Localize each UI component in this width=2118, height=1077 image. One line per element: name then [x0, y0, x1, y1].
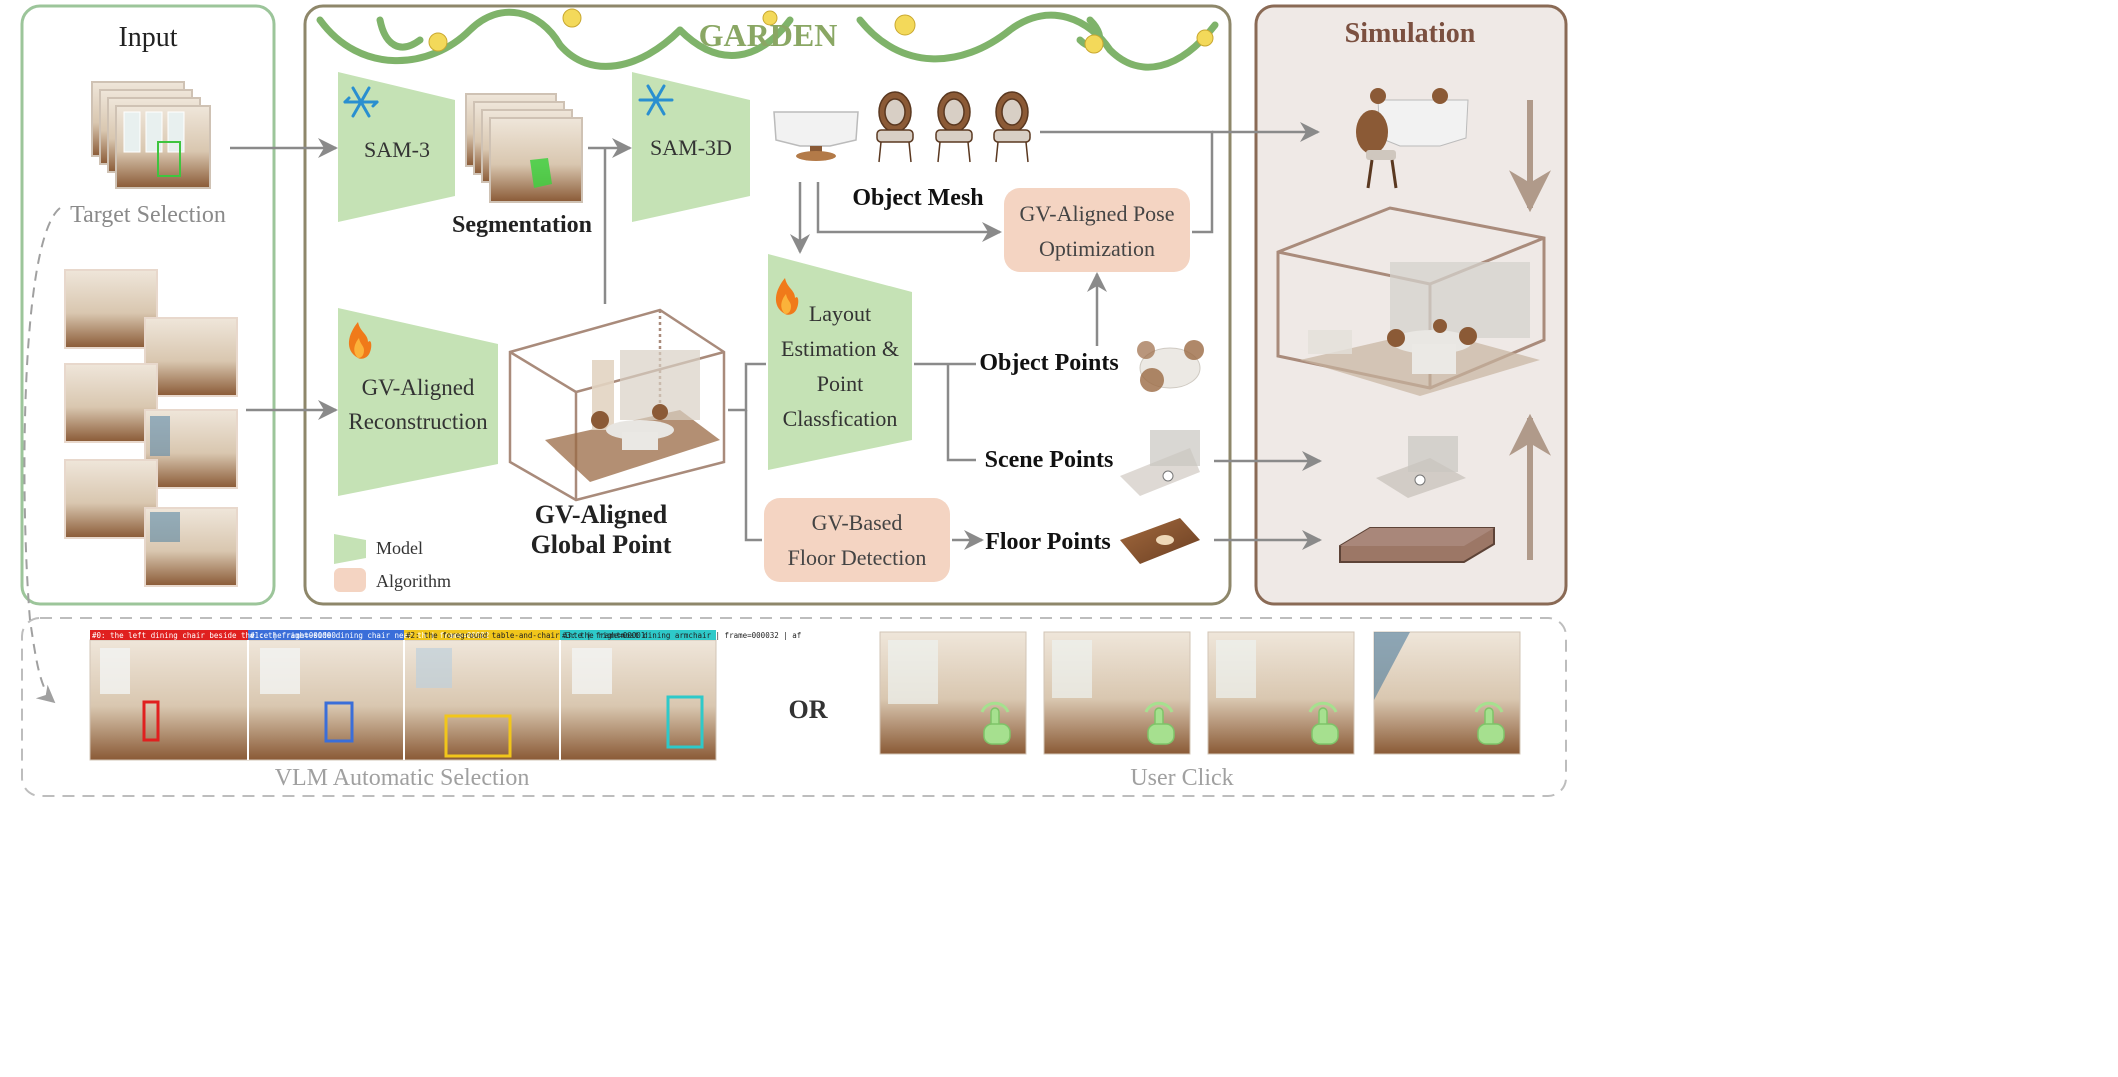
- vlm-tag-0-bar: [90, 630, 248, 640]
- flow-arrows: [230, 122, 1322, 550]
- sam3-model: [338, 72, 455, 222]
- target-frames-stack: [91, 81, 211, 189]
- user-click-label: User Click: [1130, 765, 1233, 791]
- pose-opt-line2: Optimization: [1039, 236, 1155, 261]
- scene-points-label: Scene Points: [985, 447, 1114, 473]
- legend-algorithm-swatch: [334, 568, 366, 592]
- vlm-bbox-yellow: [444, 714, 512, 758]
- gv-reconstruction-model: [338, 308, 498, 496]
- vlm-tag-1-bar: [248, 630, 404, 640]
- fire-icon: [348, 322, 372, 359]
- selection-dashed-curve: [23, 207, 61, 704]
- legend-algorithm-label: Algorithm: [376, 571, 451, 591]
- global-point-line2: Global Point: [531, 530, 672, 559]
- vlm-automatic-selection-label: VLM Automatic Selection: [275, 765, 530, 791]
- layout-line1: Layout: [809, 301, 871, 326]
- layout-line3: Point: [817, 371, 863, 396]
- sam3-label: SAM-3: [364, 137, 430, 162]
- sim-result-scene: [1300, 262, 1540, 396]
- object-mesh-table: [773, 111, 859, 161]
- segmentation-stack: [465, 93, 583, 203]
- pose-opt-line1: GV-Aligned Pose: [1019, 201, 1174, 226]
- vlm-tag-2: #2: the foreground table-and-chair inte …: [406, 631, 645, 640]
- target-selection-label: Target Selection: [70, 202, 226, 228]
- vlm-strip: [89, 630, 717, 761]
- legend-model-swatch: [334, 534, 366, 564]
- gv-recon-line1: GV-Aligned: [362, 375, 475, 400]
- floor-detection-box: [764, 498, 950, 582]
- object-mesh-chairs: [876, 91, 1031, 163]
- global-point-scene: [545, 350, 720, 482]
- garden-title: GARDEN: [699, 17, 838, 53]
- object-points-label: Object Points: [979, 350, 1118, 376]
- segmentation-label: Segmentation: [452, 212, 592, 238]
- layout-line4: Classfication: [783, 406, 898, 431]
- pose-optimization-box: [1004, 188, 1190, 272]
- pointer-hand-icon: [980, 701, 1505, 745]
- vlm-tag-2-bar: [404, 630, 560, 640]
- flower-decoration: [428, 8, 1214, 54]
- object-mesh-label: Object Mesh: [852, 185, 983, 211]
- snowflake-icon: [638, 84, 674, 116]
- segmentation-mask: [530, 158, 552, 188]
- multiview-images: [64, 269, 238, 587]
- floor-points-thumb: [1120, 518, 1200, 564]
- vlm-bbox-blue: [324, 701, 354, 743]
- vlm-tag-1: #1: the right-side dining chair near th …: [250, 631, 489, 640]
- scene-points-thumb: [1120, 430, 1200, 496]
- vlm-tag-3-bar: [560, 630, 716, 640]
- or-label: OR: [789, 695, 828, 724]
- fire-icon: [775, 278, 799, 315]
- vine-decoration: [316, 8, 1219, 71]
- vlm-tag-0: #0: the left dining chair beside the ce …: [92, 631, 336, 640]
- layout-estimation-model: [768, 254, 912, 470]
- simulation-title: Simulation: [1345, 18, 1476, 49]
- sim-scene-thumb: [1376, 436, 1466, 498]
- snowflake-icon: [343, 86, 379, 118]
- object-points-thumb: [1137, 340, 1204, 392]
- vlm-bbox-red: [142, 700, 160, 742]
- global-point-line1: GV-Aligned: [535, 500, 668, 529]
- sam3d-label: SAM-3D: [650, 135, 732, 160]
- input-title: Input: [118, 22, 177, 53]
- floor-points-label: Floor Points: [985, 529, 1111, 555]
- floor-detect-line1: GV-Based: [812, 510, 903, 535]
- layout-line2: Estimation &: [781, 336, 899, 361]
- vlm-tag-3: #3: the rightmost dining armchair | fram…: [562, 631, 801, 640]
- legend-model-label: Model: [376, 538, 423, 558]
- gv-recon-line2: Reconstruction: [348, 409, 488, 434]
- target-bbox: [157, 141, 181, 177]
- sim-object-thumb: [1356, 88, 1469, 189]
- sim-floor-slab: [1339, 527, 1495, 563]
- vlm-bbox-cyan: [666, 695, 704, 749]
- floor-detect-line2: Floor Detection: [788, 545, 927, 570]
